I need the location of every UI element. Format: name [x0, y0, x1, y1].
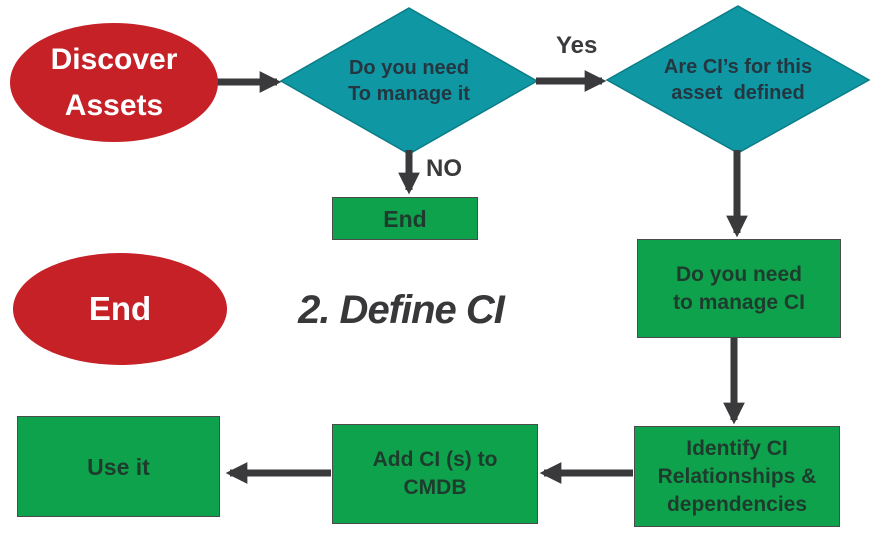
decision-cis-defined-line1: Are CI’s for this	[663, 55, 813, 78]
process-add-ci-line2: CMDB	[403, 476, 467, 499]
terminator-end-label: End	[88, 290, 152, 327]
decision-manage-it-line2: To manage it	[348, 83, 470, 105]
decision-manage-it-line1: Do you need	[348, 57, 469, 79]
process-end: End	[332, 197, 478, 240]
process-add-ci-to-cmdb: Add CI (s) to CMDB	[332, 424, 538, 524]
process-identify-ci-line1: Identify CI	[686, 436, 788, 460]
process-manage-ci-line2: to manage CI	[673, 290, 805, 314]
terminator-discover-assets-label: Discover	[50, 42, 178, 76]
terminator-discover-assets-label: Assets	[64, 88, 164, 122]
process-identify-ci-line2: Relationships &	[657, 464, 817, 488]
terminator-end: End	[13, 253, 227, 365]
process-end-label: End	[383, 205, 427, 232]
process-do-you-need-to-manage-ci: Do you need to manage CI	[637, 239, 841, 338]
process-identify-ci-relationships: Identify CI Relationships & dependencies	[634, 426, 840, 527]
process-use-it: Use it	[17, 416, 220, 517]
process-use-it-label: Use it	[87, 453, 150, 480]
process-add-ci-line1: Add CI (s) to	[372, 448, 498, 471]
decision-cis-defined-line2: asset defined	[671, 81, 805, 104]
decision-cis-defined-label: Are CI’s for this asset defined	[607, 6, 869, 153]
terminator-discover-assets: Discover Assets	[10, 23, 218, 142]
process-identify-ci-line3: dependencies	[666, 492, 808, 516]
edge-label-yes: Yes	[556, 32, 598, 59]
edge-label-no: NO	[426, 155, 462, 182]
diagram-title: 2. Define CI	[298, 288, 505, 332]
process-manage-ci-line1: Do you need	[675, 262, 802, 286]
decision-manage-it-label: Do you need To manage it	[281, 8, 537, 154]
